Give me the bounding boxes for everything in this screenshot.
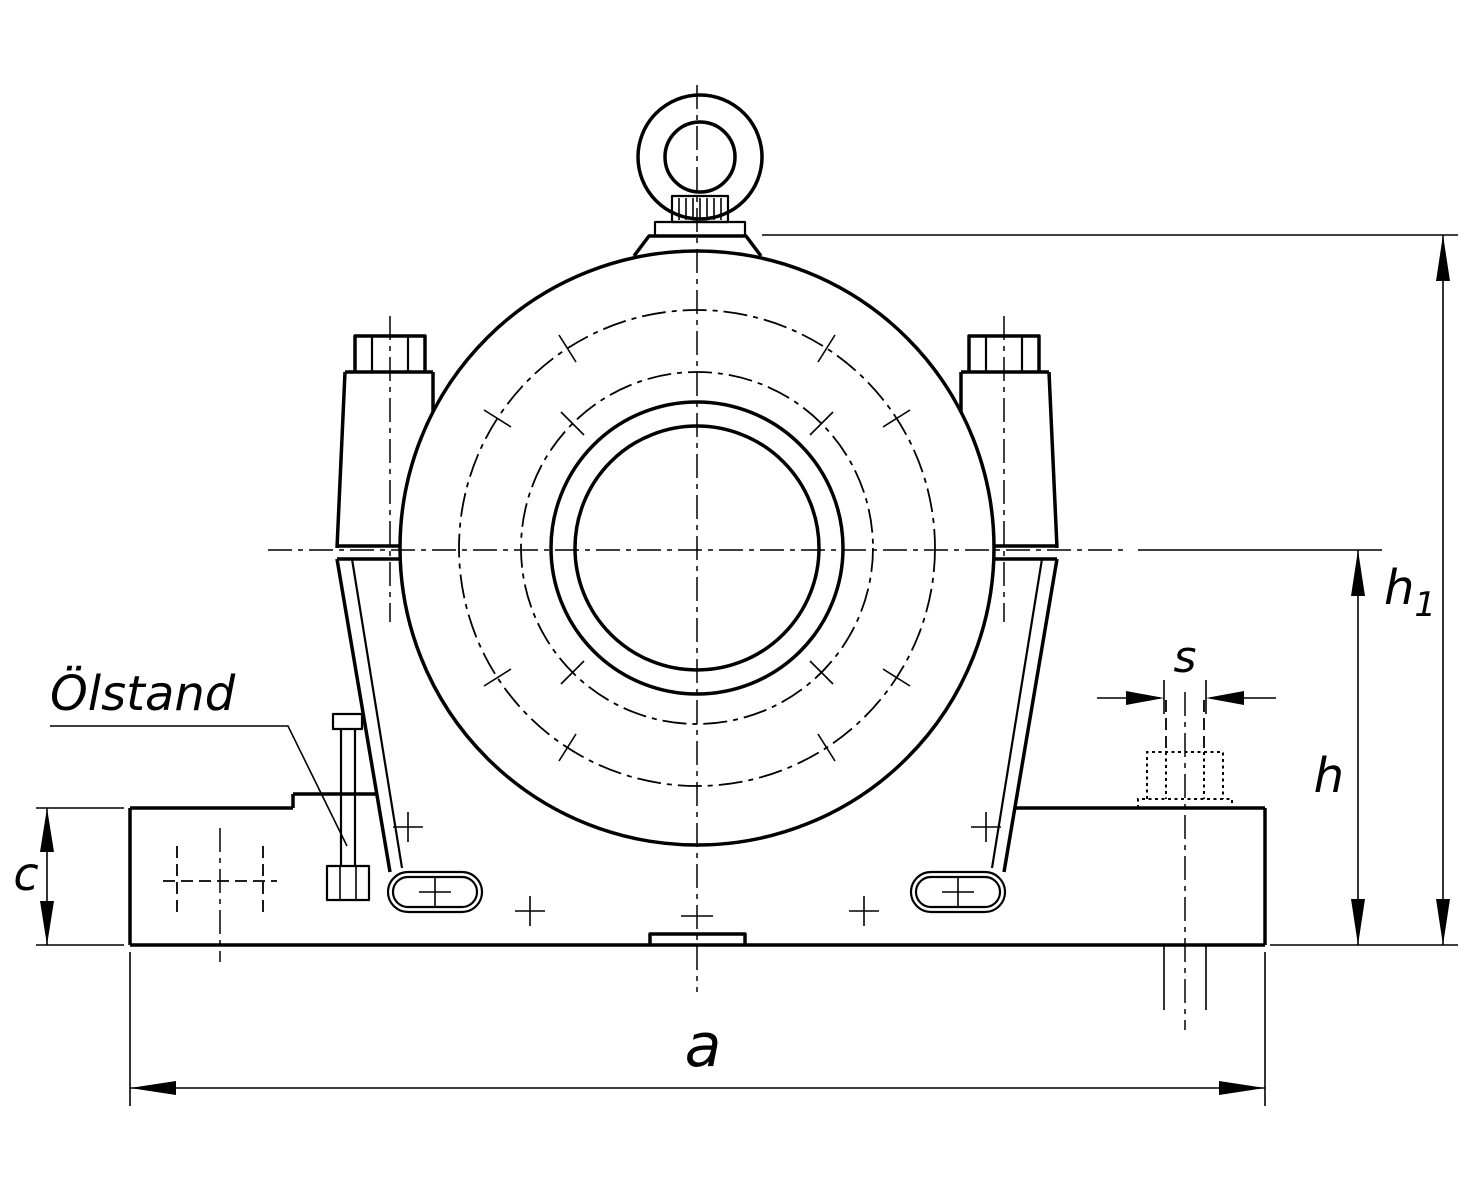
eye-bolt [632, 93, 764, 258]
bearing-inner-pitch-circle [520, 371, 874, 725]
housing-outer-circle [398, 249, 996, 847]
centerlines [219, 85, 1186, 1030]
right-cap-bolt [967, 334, 1041, 372]
dimension-c: c [13, 807, 124, 946]
bore-inner-circle [573, 424, 821, 672]
cap-boss [632, 234, 763, 258]
dimension-h1-label: h1 [1384, 560, 1436, 625]
olstand-label: Ölstand [50, 666, 236, 722]
right-mounting-slot [909, 870, 1007, 914]
dimension-h1: h1 [762, 234, 1458, 946]
dimension-s: s [1097, 632, 1276, 714]
centre-cross-marks [393, 812, 1001, 926]
pitch-circle-ticks [483, 334, 911, 762]
nut-phantom [1146, 751, 1224, 799]
left-mounting-slot [386, 870, 484, 914]
dimension-c-label: c [13, 847, 38, 901]
left-foot-hidden-hole [163, 846, 277, 916]
dimension-h: h [1138, 549, 1382, 945]
dimension-s-label: s [1174, 632, 1197, 683]
lower-housing [335, 558, 1059, 873]
base-bottom-notch [648, 932, 747, 945]
housing-circles [398, 249, 996, 847]
bearing-outer-pitch-circle [458, 309, 936, 787]
olstand-leader-line [50, 725, 348, 847]
bore-outer-circle [549, 400, 845, 696]
foundation-bolt [1137, 700, 1233, 1010]
dimension-h-label: h [1314, 748, 1344, 804]
dimension-a: a [129, 952, 1266, 1106]
dimension-a-label: a [685, 1011, 722, 1081]
right-pillar [959, 334, 1059, 561]
left-cap-bolt [353, 334, 427, 372]
left-pillar [335, 334, 435, 561]
oil-level-gauge [325, 712, 371, 902]
thread-hatching [678, 198, 722, 220]
base [128, 792, 1267, 947]
